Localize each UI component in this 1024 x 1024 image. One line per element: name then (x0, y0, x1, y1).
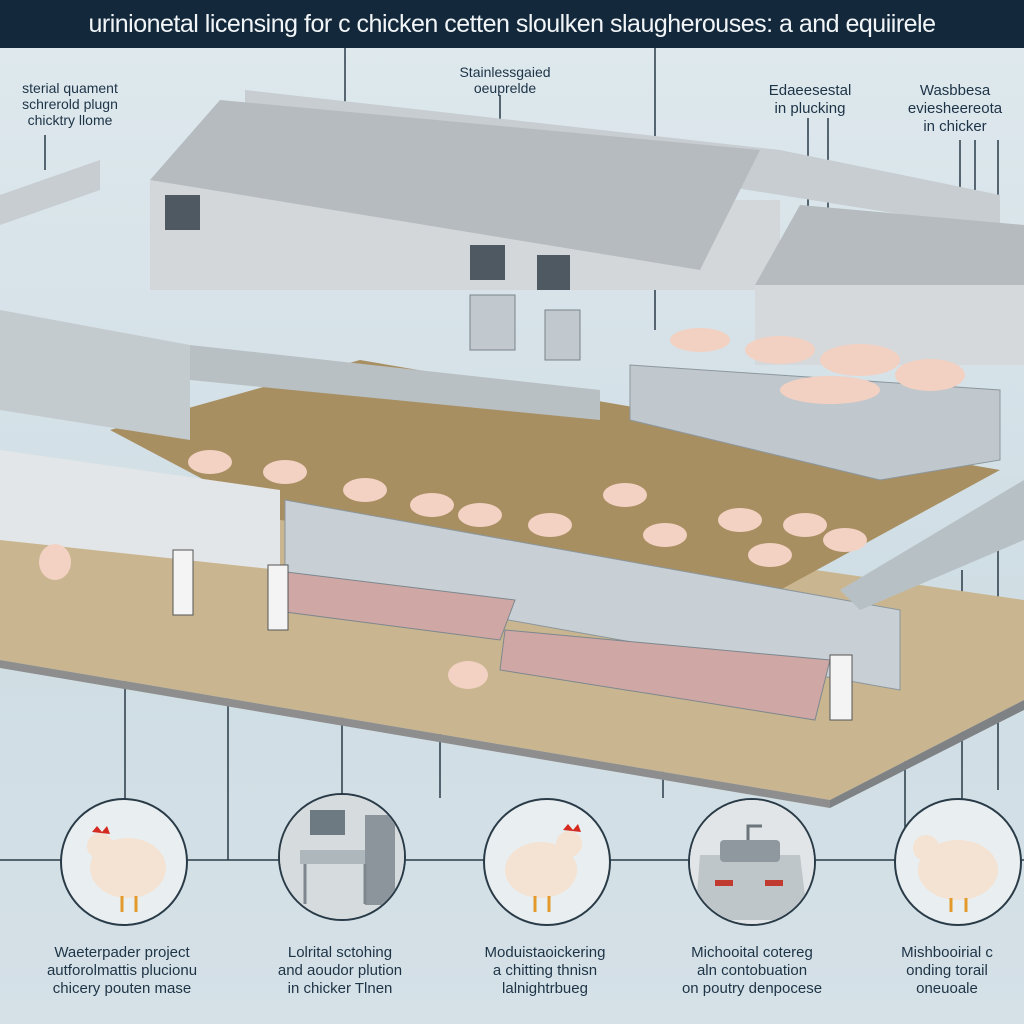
caption-1: Waeterpader project autforolmattis pluci… (22, 944, 222, 998)
page-title: urinionetal licensing for c chicken cett… (88, 10, 936, 38)
label-line: eviesheereota (907, 100, 1003, 117)
caption-3: Moduistaoickering a chitting thnisn laln… (445, 944, 645, 998)
tiled-wall (0, 450, 280, 570)
caption-line: autforolmattis plucionu (46, 962, 198, 979)
caption-4: Michooital cotereg aln contobuation on p… (652, 944, 852, 998)
caption-line: chicery pouten mase (52, 980, 192, 997)
label-line: Stainlessgaied (459, 64, 551, 80)
caption-line: lalnightrbueg (502, 980, 588, 997)
coop-building (755, 205, 1024, 300)
top-label-1: sterial quament schrerold plugn chicktry… (0, 80, 140, 128)
caption-5: Mishbooirial c onding torail oneuoale (874, 944, 1020, 998)
caption-line: aln contobuation (696, 962, 808, 979)
label-line: Wasbbesa (919, 82, 991, 99)
chicken-icon (60, 798, 188, 926)
caption-line: and aoudor plution (277, 962, 403, 979)
label-line: in chicker (923, 118, 987, 135)
chicken-icon (483, 798, 611, 926)
top-label-3: Edaeesestal in plucking (740, 82, 880, 118)
label-line: sterial quament (22, 80, 118, 96)
caption-line: in chicker Tlnen (287, 980, 393, 997)
caption-line: a chitting thnisn (492, 962, 598, 979)
caption-line: oneuoale (916, 980, 978, 997)
yard (110, 360, 1000, 590)
label-line: oeuprelde (473, 80, 537, 96)
label-line: Edaeesestal (768, 82, 852, 99)
caption-line: Michooital cotereg (691, 944, 813, 961)
caption-line: Mishbooirial c (901, 944, 993, 961)
caption-2: Lolrital sctohing and aoudor plution in … (240, 944, 440, 998)
caption-line: Waeterpader project (54, 944, 190, 961)
stainless-sink-icon (688, 798, 816, 926)
label-line: in plucking (774, 100, 846, 117)
label-line: schrerold plugn (22, 96, 118, 112)
caption-line: Lolrital sctohing (287, 944, 393, 961)
title-bar: urinionetal licensing for c chicken cett… (0, 0, 1024, 48)
chickens (39, 450, 867, 689)
workers (172, 549, 853, 721)
caption-line: Moduistaoickering (484, 944, 606, 961)
chicken-icon (894, 798, 1022, 926)
top-label-2: Stainlessgaied oeuprelde (430, 64, 580, 96)
processing-line (284, 499, 901, 691)
top-label-4: Wasbbesa eviesheereota in chicker (890, 82, 1020, 136)
label-line: chicktry llome (27, 112, 113, 128)
caption-line: on poutry denpocese (681, 980, 823, 997)
caption-line: onding torail (906, 962, 988, 979)
kitchen-equipment-icon (278, 793, 406, 921)
